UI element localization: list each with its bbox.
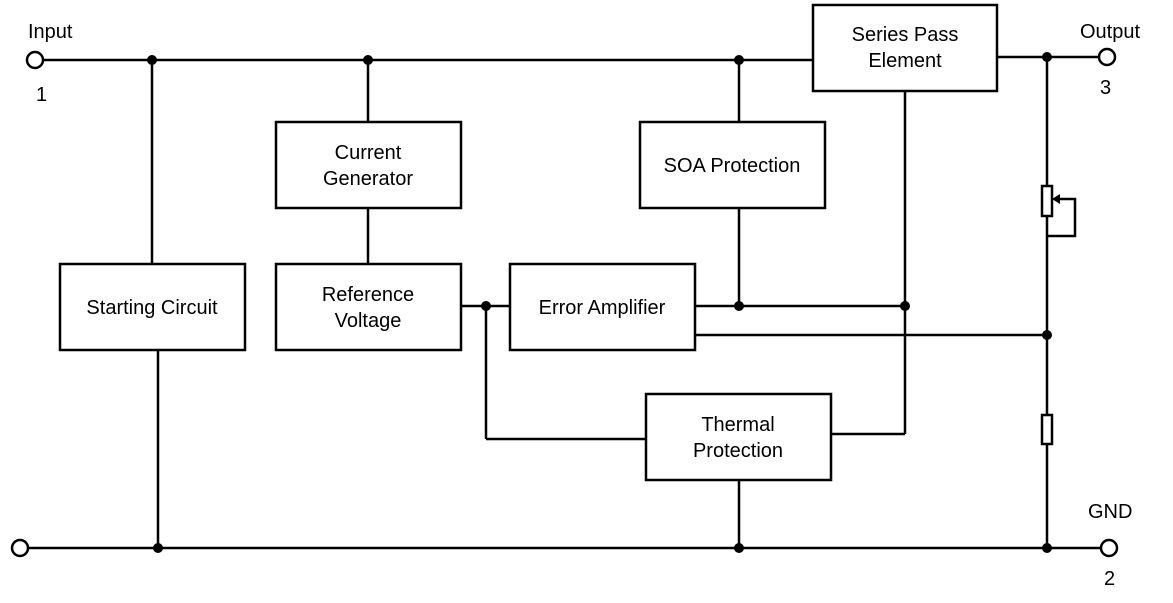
junction-dot: [734, 543, 744, 553]
input-label: Input: [28, 21, 73, 43]
junction-dots: [147, 52, 1052, 553]
error-amplifier-label: Error Amplifier: [539, 297, 666, 319]
error-amplifier-block: Error Amplifier: [508, 262, 697, 352]
junction-dot: [1042, 543, 1052, 553]
junction-dot: [363, 55, 373, 65]
gnd-pin-number: 2: [1104, 568, 1115, 590]
junction-dot: [147, 55, 157, 65]
thermal-protection-label-2: Protection: [693, 440, 783, 462]
junction-dot: [734, 55, 744, 65]
input-terminal: Input 1: [25, 21, 73, 106]
junction-dot: [734, 301, 744, 311]
junction-dot: [900, 301, 910, 311]
reference-voltage-label-2: Voltage: [335, 310, 402, 332]
junction-dot: [153, 543, 163, 553]
soa-protection-label: SOA Protection: [664, 155, 801, 177]
current-generator-label-1: Current: [335, 142, 402, 164]
junction-dot: [1042, 52, 1052, 62]
junction-dot: [1042, 330, 1052, 340]
reference-voltage-block: Reference Voltage: [274, 262, 463, 352]
output-label: Output: [1080, 21, 1140, 43]
series-pass-block: Series Pass Element: [811, 3, 999, 93]
gnd-label: GND: [1088, 501, 1132, 523]
starting-circuit-label: Starting Circuit: [86, 297, 218, 319]
current-generator-block: Current Generator: [274, 120, 463, 210]
gnd-terminal: GND 2: [10, 501, 1132, 590]
current-generator-label-2: Generator: [323, 168, 413, 190]
gnd-left-terminal: [10, 538, 30, 558]
starting-circuit-block: Starting Circuit: [58, 262, 247, 352]
soa-protection-block: SOA Protection: [638, 120, 827, 210]
series-pass-label-1: Series Pass: [852, 24, 959, 46]
reference-voltage-label-1: Reference: [322, 284, 414, 306]
thermal-protection-block: Thermal Protection: [644, 392, 833, 482]
output-terminal: Output 3: [1080, 21, 1140, 99]
junction-dot: [481, 301, 491, 311]
output-pin-number: 3: [1100, 77, 1111, 99]
thermal-protection-label-1: Thermal: [701, 414, 774, 436]
resistor-symbol: [1040, 413, 1054, 446]
series-pass-label-2: Element: [868, 50, 942, 72]
input-pin-number: 1: [36, 84, 47, 106]
potentiometer-symbol: [1040, 184, 1054, 218]
